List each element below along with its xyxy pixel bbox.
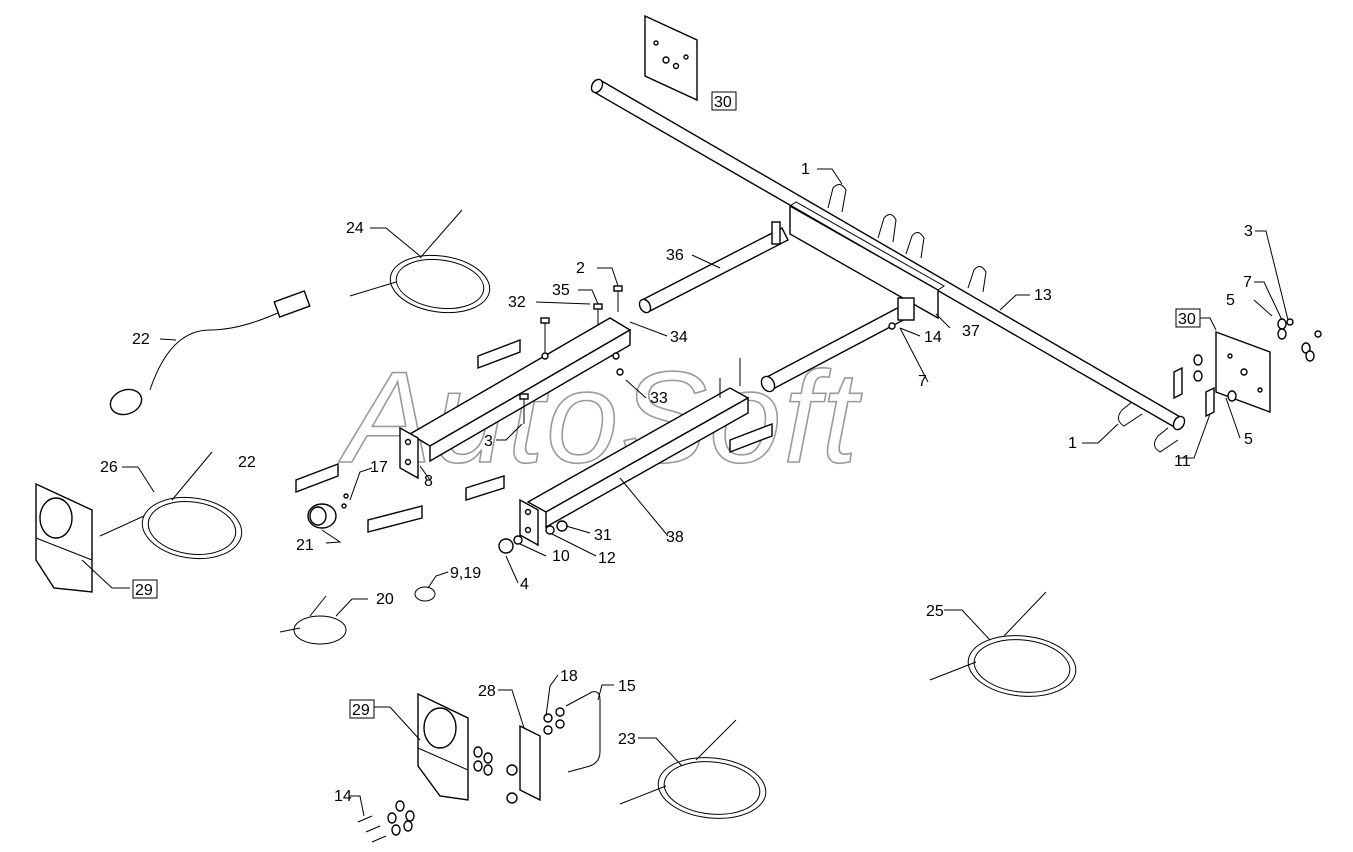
label-35: 35 (552, 282, 570, 299)
tube-36 (638, 221, 789, 314)
label-2: 2 (576, 260, 585, 277)
label-box-29-bottom (349, 699, 375, 719)
cable-coil-25 (929, 591, 1077, 697)
label-1-top: 1 (801, 161, 810, 178)
fasteners-14 (357, 800, 415, 843)
label-13: 13 (1034, 287, 1052, 304)
top-mount-plate (644, 14, 698, 102)
label-5-right: 5 (1226, 292, 1235, 309)
label-24: 24 (346, 220, 364, 237)
label-8: 8 (424, 473, 433, 490)
label-12: 12 (598, 550, 616, 567)
bracket-28 (506, 691, 601, 804)
leader-lines (81, 168, 1289, 817)
label-25: 25 (926, 603, 944, 620)
label-29-left: 29 (135, 582, 153, 599)
label-36: 36 (666, 247, 684, 264)
label-28: 28 (478, 683, 496, 700)
center-clamp-plate (789, 201, 945, 320)
label-22-top: 22 (132, 331, 150, 348)
label-26: 26 (100, 459, 118, 476)
label-7-mid: 7 (918, 373, 927, 390)
label-box-30-right (1175, 308, 1201, 328)
label-29-bottom: 29 (352, 702, 370, 719)
label-5-low: 5 (1244, 431, 1253, 448)
label-23: 23 (618, 731, 636, 748)
label-17: 17 (370, 459, 388, 476)
right-end-plate (1173, 318, 1322, 418)
label-30-top: 30 (714, 94, 732, 111)
label-box-30-top (711, 91, 737, 111)
label-9-19: 9,19 (450, 565, 481, 582)
label-7-right: 7 (1243, 274, 1252, 291)
label-38: 38 (666, 529, 684, 546)
label-31: 31 (594, 527, 612, 544)
bolts-upper (519, 285, 741, 424)
cable-coil-20 (279, 595, 347, 645)
lamp-29-left (35, 482, 93, 593)
cable-coil-23 (619, 719, 767, 819)
cable-coil-24 (349, 209, 491, 314)
u-bolts-lower (1118, 401, 1179, 453)
decals (295, 338, 773, 533)
cable-coil-26 (99, 451, 243, 560)
label-1-right: 1 (1068, 435, 1077, 452)
label-34: 34 (670, 329, 688, 346)
label-4: 4 (520, 576, 529, 593)
tube-7 (760, 297, 915, 393)
label-20: 20 (376, 591, 394, 608)
label-15: 15 (618, 678, 636, 695)
lamp-29-bottom (417, 692, 493, 801)
label-box-29-left (132, 579, 158, 599)
label-30-right: 30 (1178, 311, 1196, 328)
label-21: 21 (296, 537, 314, 554)
label-14-bottom: 14 (334, 788, 352, 805)
label-11: 11 (1174, 453, 1191, 470)
ring-9-19 (414, 586, 436, 602)
arm-38 (519, 387, 750, 547)
label-32: 32 (508, 294, 526, 311)
u-bolts-top (827, 184, 987, 293)
plug-cable-22 (109, 290, 311, 416)
label-14-mid: 14 (924, 329, 942, 346)
label-3-mid: 3 (484, 433, 493, 450)
label-10: 10 (552, 548, 570, 565)
socket-21 (307, 493, 349, 529)
label-37: 37 (962, 323, 980, 340)
label-33: 33 (650, 390, 668, 407)
label-22-mid: 22 (238, 454, 256, 471)
label-18: 18 (560, 668, 578, 685)
label-3-right: 3 (1244, 223, 1253, 240)
